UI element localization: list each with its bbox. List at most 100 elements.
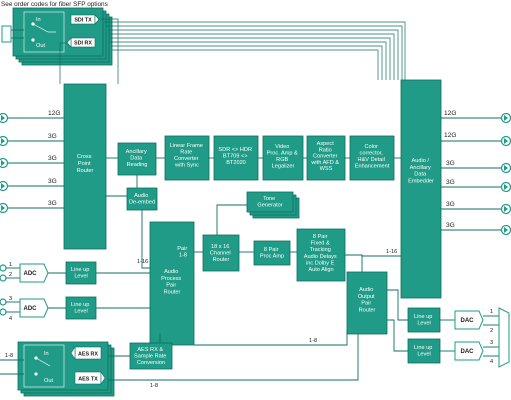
aspect-ratio-converter-label: Aspect Ratio Converter with AFD & WSS xyxy=(310,141,340,172)
svg-text:3: 3 xyxy=(490,340,493,346)
sdi-output-6: 3G xyxy=(441,222,511,236)
sdi-input-4: 3G xyxy=(0,178,64,192)
svg-text:ADC: ADC xyxy=(24,306,38,312)
ancillary-data-reading xyxy=(117,142,157,176)
channel-router-18x16-label: 18 x 16 Channel Router xyxy=(210,244,232,263)
audio-delays xyxy=(296,228,346,282)
svg-text:DAC: DAC xyxy=(461,318,475,324)
proc-amp-8-pair xyxy=(253,240,291,266)
sdi-input-2: 3G xyxy=(0,133,64,147)
tone-generator-label: Tone Generator xyxy=(257,196,282,209)
audio-output-pair-router-label: Audio Output Pair Router xyxy=(358,287,376,313)
tone-generator xyxy=(246,191,294,213)
analog-output-ch1-2: Line up Level DAC 1 2 xyxy=(387,289,499,334)
svg-text:AES TX: AES TX xyxy=(78,377,98,383)
video-proc-amp-label: Video Proc. Amp & RGB Legalizer xyxy=(267,144,300,170)
audio-output-pair-router xyxy=(346,271,388,335)
svg-text:1: 1 xyxy=(490,309,493,315)
label-1-8-b: 1-8 xyxy=(150,383,158,389)
sfp-module: In Out SDI TX SDI RX xyxy=(1,7,113,66)
input-label-3: 3G xyxy=(48,155,57,162)
input-label-4: 3G xyxy=(48,178,57,185)
sdi-outputs: 12G 12G 3G 3G 3G xyxy=(441,110,511,236)
output-label-1: 12G xyxy=(444,110,456,117)
analog-output-connector xyxy=(498,307,510,368)
linear-frame-rate-converter-label: Linear Frame Rate Converter with Sync xyxy=(170,143,205,169)
pair-1-8-label: Pair 1-8 xyxy=(177,246,189,259)
svg-text:Out: Out xyxy=(44,378,53,384)
sdi-output-4: 3G xyxy=(441,179,511,193)
color-corrector-label: Color corrector, H&V Detail Enhancement xyxy=(355,144,390,170)
header-note: See order codes for fiber SFP options xyxy=(1,1,108,8)
sdi-rx-label: SDI RX xyxy=(74,41,92,47)
svg-text:DAC: DAC xyxy=(461,349,475,355)
color-corrector xyxy=(349,135,395,181)
aes-rx-sample-rate-conversion xyxy=(129,342,173,370)
sdi-output-1: 12G xyxy=(441,110,511,124)
label-1-16-a: 1-16 xyxy=(137,259,148,265)
audio-process-pair-router xyxy=(149,221,195,346)
cross-point-router-label: Cross Point Router xyxy=(77,154,94,174)
adc-2 xyxy=(19,298,49,318)
sdi-output-5: 3G xyxy=(441,201,511,215)
audio-delays-label: 8 Pair Fixed & Tracking Audio Delays inc… xyxy=(304,234,339,273)
svg-text:Line up Level: Line up Level xyxy=(414,314,434,327)
sdi-inputs: 12G 3G 3G 3G 3G xyxy=(0,110,64,214)
label-1-16-b: 1-16 xyxy=(386,249,397,255)
audio-de-embed-label: Audio De-embed xyxy=(129,193,155,206)
line-up-level-out-1 xyxy=(407,307,441,333)
video-proc-amp xyxy=(262,135,304,181)
svg-text:In: In xyxy=(44,351,49,357)
svg-text:2: 2 xyxy=(490,328,493,334)
svg-text:4: 4 xyxy=(9,316,12,322)
aes-module: In Out AES RX AES TX 1-8 xyxy=(0,341,115,397)
ancillary-data-reading-label: Ancillary Data Reading xyxy=(126,149,149,168)
sdi-input-3: 3G xyxy=(0,155,64,169)
input-label-1: 12G xyxy=(48,110,60,117)
dac-2 xyxy=(454,341,484,361)
output-label-6: 3G xyxy=(446,222,455,229)
sdi-input-1: 12G xyxy=(0,110,64,124)
sdi-input-5: 3G xyxy=(0,200,64,214)
dac-1 xyxy=(454,310,484,330)
output-label-5: 3G xyxy=(446,201,455,208)
proc-amp-8-pair-label: 8 Pair Proc Amp xyxy=(260,247,284,260)
sfp-out-label: Out xyxy=(36,43,45,49)
svg-text:ADC: ADC xyxy=(24,271,38,277)
svg-text:Line up Level: Line up Level xyxy=(71,267,91,280)
label-1-8-in: 1-8 xyxy=(5,353,13,359)
input-label-2: 3G xyxy=(48,133,57,140)
svg-text:1: 1 xyxy=(9,262,12,268)
analog-input-ch1-2: 1 2 ADC Line up Level xyxy=(0,261,150,285)
svg-text:2: 2 xyxy=(9,272,12,278)
cross-point-router xyxy=(63,83,107,250)
sfp-in-label: In xyxy=(36,17,41,23)
svg-text:AES RX: AES RX xyxy=(78,352,98,358)
sdr-hdr-converter-label: SDR <> HDR BT709 <> BT2020 xyxy=(218,147,253,166)
audio-ancillary-embedder xyxy=(400,79,442,299)
analog-output-ch3-4: Line up Level DAC 3 4 xyxy=(387,319,499,365)
svg-text:4: 4 xyxy=(490,359,493,365)
linear-frame-rate-converter xyxy=(164,135,210,181)
audio-ancillary-embedder-label: Audio / Ancillary Data Embedder xyxy=(408,158,434,184)
aes-rx-sample-rate-conversion-label: AES RX & Sample Rate Conversion xyxy=(134,347,168,366)
channel-router-18x16 xyxy=(202,234,240,272)
sfp-node-out xyxy=(31,38,35,42)
sdi-output-3: 3G xyxy=(441,160,511,174)
output-label-2: 12G xyxy=(444,132,456,139)
sdi-output-2: 12G xyxy=(441,132,511,147)
svg-text:3: 3 xyxy=(9,296,12,302)
analog-input-ch3-4: 3 4 ADC Line up Level xyxy=(0,296,150,322)
sfp-switch-box xyxy=(23,11,65,53)
sfp-connector xyxy=(1,25,12,43)
sdi-tx-label: SDI TX xyxy=(74,18,92,24)
input-label-5: 3G xyxy=(48,200,57,207)
adc-1 xyxy=(19,263,49,283)
output-label-3: 3G xyxy=(446,160,455,167)
label-1-8-a: 1-8 xyxy=(309,338,317,344)
output-label-4: 3G xyxy=(446,179,455,186)
sdr-hdr-converter xyxy=(213,135,259,181)
svg-text:Line up Level: Line up Level xyxy=(414,345,434,358)
svg-text:Line up Level: Line up Level xyxy=(71,302,91,315)
